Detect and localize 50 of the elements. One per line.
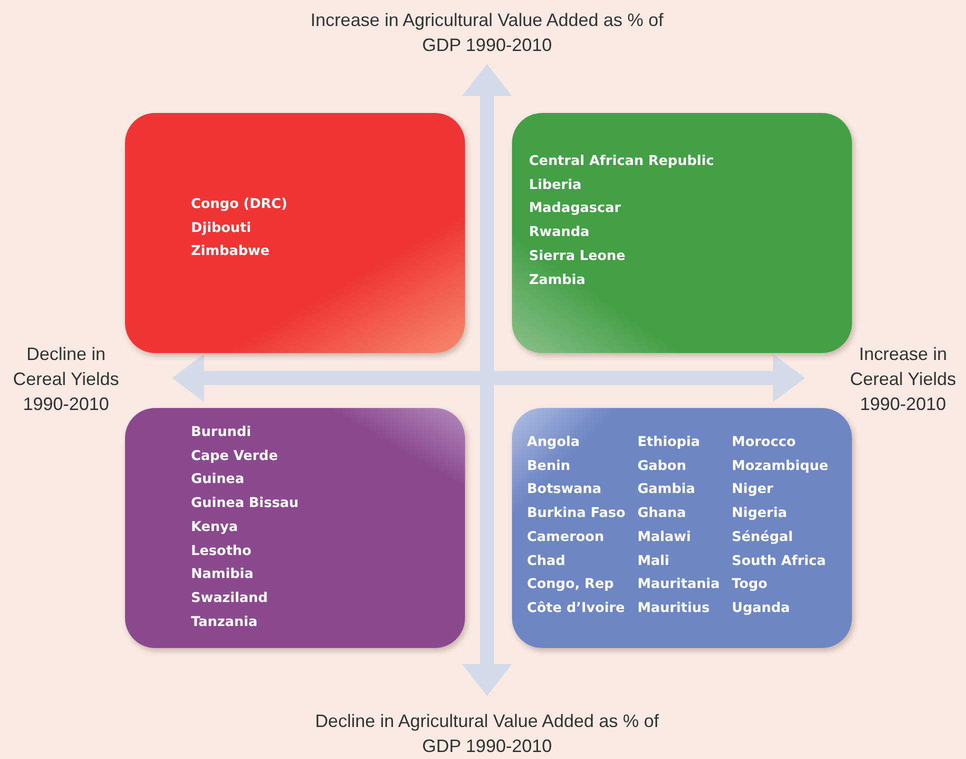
country-name: Central African Republic xyxy=(529,152,714,171)
quadrant-box xyxy=(125,113,465,353)
country-name: South Africa xyxy=(732,552,827,571)
country-name: Uganda xyxy=(732,598,791,618)
country-name: Nigeria xyxy=(732,504,788,524)
country-name: Malawi xyxy=(637,528,692,547)
country-name: Mozambique xyxy=(732,456,828,476)
country-name: Morocco xyxy=(732,433,797,452)
country-name: Guinea xyxy=(191,470,246,490)
axis-label: Increase in Cereal Yields 1990-2010 xyxy=(848,343,958,416)
country-name: Tanzania xyxy=(191,612,259,632)
country-name: Lesotho xyxy=(191,542,252,561)
country-name: Botswana xyxy=(527,480,602,500)
country-name: Congo, Rep xyxy=(527,575,615,594)
country-name: Mauritius xyxy=(637,598,711,618)
country-name: Togo xyxy=(732,575,768,594)
country-name: Mali xyxy=(637,552,670,571)
quadrant-box xyxy=(512,113,852,353)
country-name: Zambia xyxy=(529,270,586,290)
country-name: Swaziland xyxy=(191,588,269,608)
country-name: Burundi xyxy=(191,423,252,442)
country-name: Kenya xyxy=(191,518,239,537)
country-name: Benin xyxy=(527,456,572,476)
country-name: Liberia xyxy=(529,176,582,195)
quadrant-box xyxy=(125,408,465,648)
country-name: Namibia xyxy=(191,565,255,584)
country-name: Cameroon xyxy=(527,528,606,547)
axis-label: Decline in Agricultural Value Added as % of GDP 1990-2010 xyxy=(314,710,660,758)
country-name: Côte d’Ivoire xyxy=(527,598,626,618)
country-name: Guinea Bissau xyxy=(191,494,299,514)
country-name: Djibouti xyxy=(191,218,252,238)
country-name: Burkina Faso xyxy=(527,504,626,524)
quadrant-box xyxy=(512,408,852,648)
country-name: Chad xyxy=(527,552,566,571)
axis-label: Decline in Cereal Yields 1990-2010 xyxy=(12,343,120,416)
country-name: Gambia xyxy=(637,480,696,500)
country-name: Congo (DRC) xyxy=(191,195,288,214)
country-name: Gabon xyxy=(637,456,688,476)
country-name: Mauritania xyxy=(637,575,720,594)
country-name: Niger xyxy=(732,480,774,500)
axis-label: Increase in Agricultural Value Added as % of GDP 1990-2010 xyxy=(310,9,664,57)
country-name: Sénégal xyxy=(732,528,794,547)
country-name: Sierra Leone xyxy=(529,246,626,266)
country-name: Rwanda xyxy=(529,223,590,242)
country-name: Angola xyxy=(527,433,581,452)
country-name: Zimbabwe xyxy=(191,242,271,262)
country-name: Cape Verde xyxy=(191,446,279,466)
country-name: Madagascar xyxy=(529,199,622,218)
country-name: Ethiopia xyxy=(637,433,702,452)
country-name: Ghana xyxy=(637,504,687,524)
